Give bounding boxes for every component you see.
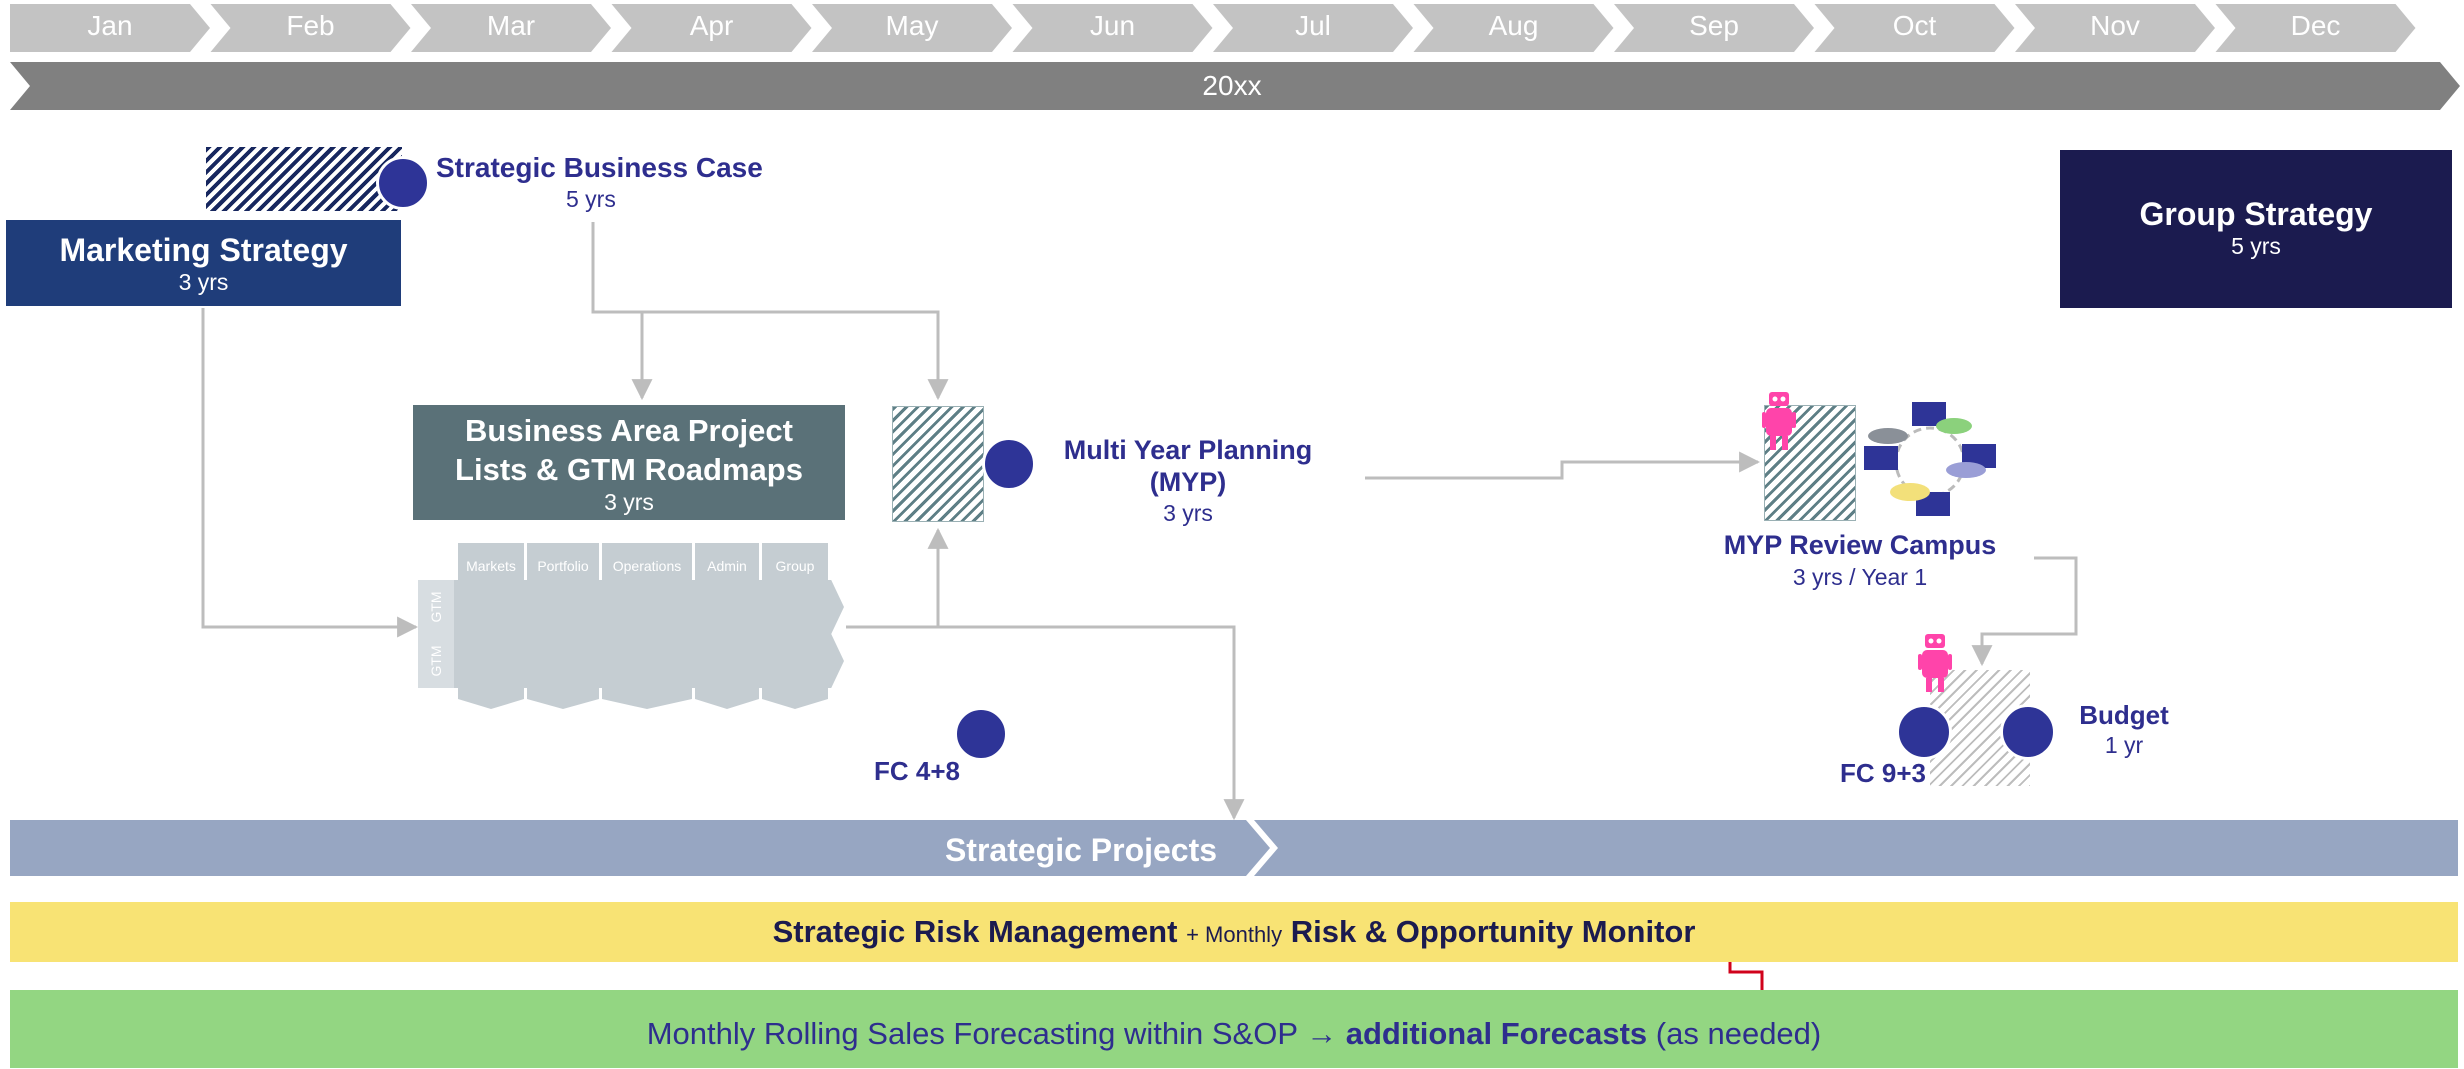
month-label: Apr	[689, 10, 734, 41]
timeline-svg	[10, 4, 2460, 110]
forecasting-main: Monthly Rolling Sales Forecasting within…	[646, 1016, 1338, 1051]
fc48-label: FC 4+8	[874, 756, 960, 786]
business-case-duration: 5 yrs	[566, 186, 616, 212]
myp-milestone	[982, 437, 1036, 491]
forecasting-additional: additional Forecasts	[1345, 1016, 1648, 1051]
month-label: Oct	[1892, 10, 1937, 41]
month-label: Feb	[286, 10, 335, 41]
month-chevron	[210, 4, 411, 52]
group-strategy-duration: 5 yrs	[2231, 233, 2281, 259]
business-area-box: Business Area Project Lists & GTM Roadma…	[413, 405, 845, 520]
budget-title: Budget	[2079, 700, 2169, 730]
business-area-duration: 3 yrs	[604, 489, 654, 515]
forecasting-bar: Monthly Rolling Sales Forecasting within…	[10, 990, 2458, 1068]
gtm-column-label: Markets	[466, 558, 516, 574]
month-chevron	[1012, 4, 1213, 52]
month-chevron	[1213, 4, 1413, 52]
month-label: Aug	[1488, 10, 1539, 41]
gtm-tag-label: GTM	[428, 591, 444, 623]
marketing-strategy-box: Marketing Strategy 3 yrs	[6, 220, 401, 306]
forecasting-text: Monthly Rolling Sales Forecasting within…	[10, 1016, 2458, 1052]
group-strategy-title: Group Strategy	[2139, 196, 2373, 232]
myp-title-line2: (MYP)	[1149, 467, 1227, 497]
month-label: Dec	[2290, 10, 2341, 41]
gtm-row-tag: GTM	[418, 634, 454, 688]
gtm-column-label: Group	[775, 558, 815, 574]
year-label: 20xx	[1202, 70, 1262, 101]
business-area-title-line2: Lists & GTM Roadmaps	[455, 452, 803, 487]
business-case-hatch-bar	[206, 147, 402, 211]
business-case-title: Strategic Business Case	[436, 152, 763, 183]
month-label: Sep	[1689, 10, 1739, 41]
risk-text: Strategic Risk Management + Monthly Risk…	[10, 914, 2458, 950]
gtm-column-markets	[458, 543, 524, 709]
fc93-milestone	[1896, 704, 1952, 760]
month-chevron	[411, 4, 611, 52]
month-label: Jan	[87, 10, 133, 41]
fc48-milestone	[954, 707, 1008, 761]
gtm-column-label: Operations	[612, 558, 682, 574]
month-chevron	[10, 4, 210, 52]
review-title: MYP Review Campus	[1723, 530, 1997, 560]
marketing-strategy-title: Marketing Strategy	[59, 232, 348, 268]
myp-title: Multi Year Planning (MYP)	[1040, 434, 1336, 498]
budget-duration: 1 yr	[2104, 732, 2144, 758]
review-duration: 3 yrs / Year 1	[1792, 564, 1928, 590]
month-label: Mar	[486, 10, 536, 41]
risk-connector: + Monthly	[1186, 922, 1283, 947]
forecasting-note: (as needed)	[1655, 1016, 1822, 1051]
gtm-row-tag: GTM	[418, 580, 454, 634]
gtm-column-label: Admin	[707, 558, 747, 574]
month-chevron	[2015, 4, 2215, 52]
myp-hatch-bar	[892, 406, 984, 522]
month-label: Nov	[2090, 10, 2140, 41]
month-chevron	[1413, 4, 1614, 52]
marketing-strategy-duration: 3 yrs	[178, 269, 229, 295]
gtm-column-admin	[695, 543, 759, 709]
month-chevron	[812, 4, 1012, 52]
month-label: Jul	[1295, 10, 1331, 41]
gtm-column-portfolio	[527, 543, 599, 709]
robot-icon	[1762, 392, 1796, 450]
myp-title-line1: Multi Year Planning	[1063, 435, 1313, 465]
gtm-column-operations	[602, 543, 692, 709]
business-area-title-line1: Business Area Project	[465, 413, 793, 448]
robot-icon	[1918, 634, 1952, 692]
month-chevron	[1814, 4, 2015, 52]
risk-bar: Strategic Risk Management + Monthly Risk…	[10, 902, 2458, 962]
month-chevron	[2215, 4, 2416, 52]
strategic-projects-bar	[10, 820, 2458, 876]
budget-milestone	[2000, 704, 2056, 760]
month-label: May	[885, 10, 939, 41]
myp-duration: 3 yrs	[1163, 500, 1213, 526]
month-chevron	[611, 4, 812, 52]
gtm-column-label: Portfolio	[537, 558, 589, 574]
strategic-projects-label: Strategic Projects	[944, 832, 1218, 868]
risk-title: Strategic Risk Management	[772, 914, 1178, 949]
gtm-tag-label: GTM	[428, 645, 444, 677]
group-strategy-box: Group Strategy 5 yrs	[2060, 150, 2452, 308]
gtm-column-group	[762, 543, 828, 709]
month-chevron	[1614, 4, 1814, 52]
month-label: Jun	[1089, 10, 1136, 41]
review-cycle-diagram-icon	[1864, 402, 1996, 516]
risk-monitor: Risk & Opportunity Monitor	[1290, 914, 1696, 949]
year-bar	[10, 62, 2460, 110]
business-case-milestone	[376, 156, 430, 210]
fc93-label: FC 9+3	[1840, 758, 1926, 788]
